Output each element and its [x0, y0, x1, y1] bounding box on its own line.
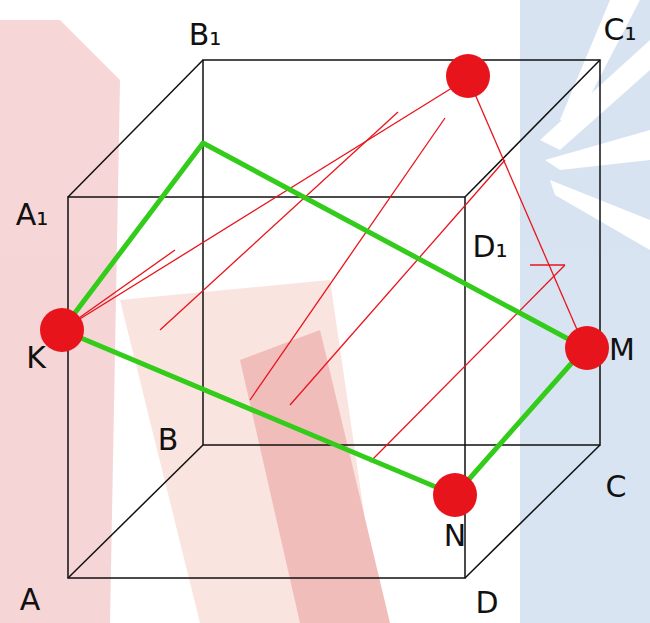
construction-lines — [62, 78, 585, 462]
point-label: M — [609, 335, 635, 365]
point-label: C₁ — [604, 15, 637, 45]
cube-edges — [68, 60, 600, 578]
point-label: C — [606, 472, 627, 502]
point-label: B — [158, 425, 179, 455]
point-label: A₁ — [16, 200, 49, 230]
point-label: K — [26, 343, 46, 373]
point-label: D₁ — [472, 232, 507, 262]
point-label: B₁ — [189, 20, 222, 50]
point-label: A — [20, 585, 41, 615]
section-polygon — [62, 143, 585, 495]
point-label: N — [444, 521, 466, 551]
point-dots — [40, 54, 609, 517]
point-label: D — [475, 588, 498, 618]
